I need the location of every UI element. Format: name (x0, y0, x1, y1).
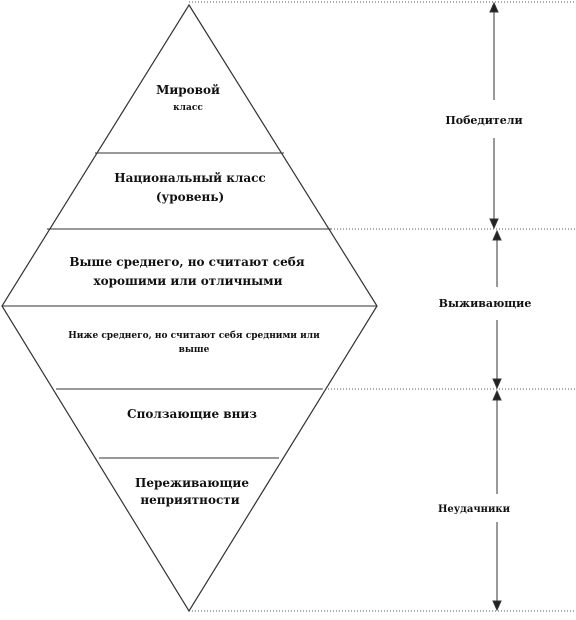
level-4-line-2: выше (179, 345, 210, 355)
group-boundaries (189, 1, 576, 612)
group-brackets (489, 1, 502, 612)
level-1-line-2: класс (173, 103, 203, 113)
level-2-line-1: Национальный класс (114, 171, 265, 185)
arrow-down-icon (492, 378, 502, 390)
level-labels: Мировой класс Национальный класс (уровен… (68, 83, 320, 507)
arrow-up-icon (492, 389, 502, 401)
level-dividers (2, 152, 377, 459)
arrow-up-icon (492, 229, 502, 241)
level-5-line-1: Сползающие вниз (127, 407, 257, 421)
level-3-line-1: Выше среднего, но считают себя (69, 255, 304, 269)
level-1-line-1: Мировой (156, 83, 220, 97)
level-4-line-1: Ниже среднего, но считают себя средними … (68, 330, 320, 341)
level-6-line-1: Переживающие (135, 476, 249, 490)
group-label-winners: Победители (445, 114, 522, 127)
level-2-line-2: (уровень) (156, 190, 224, 204)
group-label-losers: Неудачники (438, 504, 511, 515)
level-6-line-2: неприятности (140, 493, 239, 507)
group-labels: Победители Выживающие Неудачники (438, 114, 531, 515)
group-label-survivors: Выживающие (439, 297, 532, 310)
arrow-up-icon (489, 1, 499, 13)
arrow-down-icon (489, 218, 499, 230)
level-3-line-2: хорошими или отличными (93, 274, 282, 288)
arrow-down-icon (492, 600, 502, 612)
